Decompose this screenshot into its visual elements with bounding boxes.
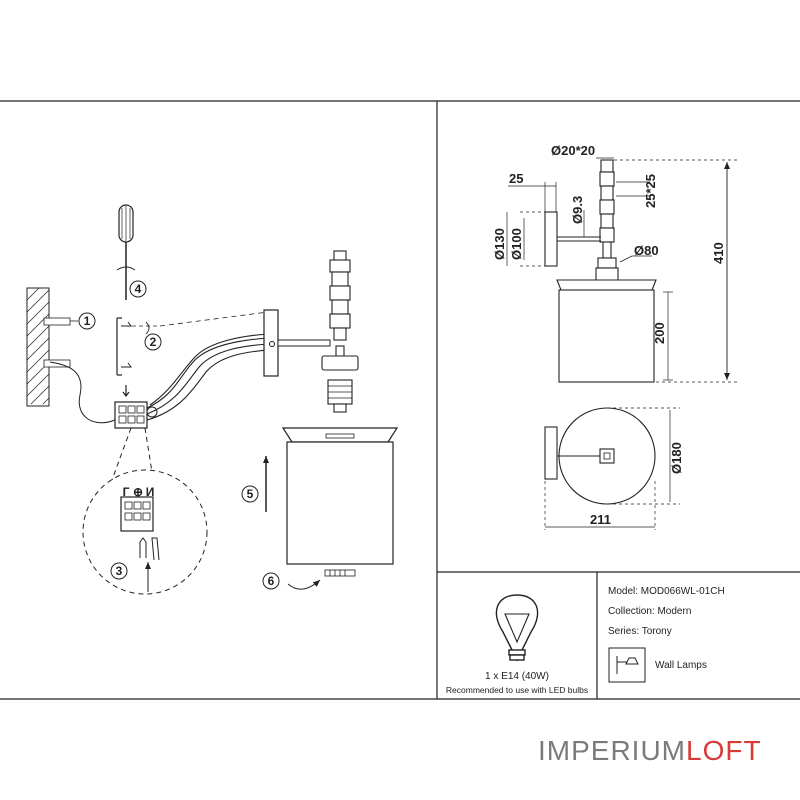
terminal-label-right: И [146, 485, 155, 499]
dimension-panel: Ø20*20 25 25*25 Ø9.3 Ø130 Ø100 Ø80 410 2… [492, 143, 740, 530]
supply-cable [49, 361, 116, 424]
terminal-block [114, 401, 158, 429]
dim-total-height: 410 [711, 242, 726, 264]
bulb-spec: 1 x E14 (40W) [485, 671, 549, 682]
bulb-icon [495, 594, 539, 662]
brand-logo-part1: IMPERIUM [538, 735, 686, 766]
step-4-label: 4 [135, 282, 142, 296]
step-6-marker: 6 [262, 572, 280, 590]
dim-projection: 211 [590, 512, 611, 527]
dim-plate-inner: Ø100 [509, 228, 524, 260]
side-view-lamp [544, 159, 657, 383]
dim-shade-height: 200 [652, 322, 667, 344]
drawing-frame [0, 100, 800, 700]
dimension-guides [506, 157, 740, 383]
step-6-label: 6 [268, 574, 275, 588]
brand-logo: IMPERIUMLOFT [538, 735, 762, 767]
top-view-guides [544, 407, 680, 530]
dim-stem-width: 25 [509, 171, 523, 186]
shade-ring [324, 569, 356, 577]
step-3-label: 3 [116, 564, 123, 578]
lamp-column [321, 250, 359, 413]
terminal-label-mid: ⊕ [133, 485, 143, 499]
top-view-lamp [544, 407, 656, 505]
step-1-label: 1 [84, 314, 91, 328]
step-1-marker: 1 [78, 312, 96, 330]
alignment-line [159, 311, 269, 327]
step-4-marker: 4 [129, 280, 147, 298]
down-arrow-icon [122, 385, 130, 397]
dim-stem-size: 25*25 [643, 174, 658, 208]
dim-shade-diameter: Ø180 [669, 442, 684, 474]
step-5-marker: 5 [241, 485, 259, 503]
dim-top-diameter: Ø20*20 [551, 143, 595, 158]
step-3-marker: 3 [110, 562, 128, 580]
screwdriver-icon [116, 204, 136, 300]
brand-logo-part2: LOFT [686, 735, 762, 766]
step-2-marker: 2 [144, 333, 162, 351]
mounting-bracket [116, 317, 160, 376]
model-label: Model: MOD066WL-01CH [608, 586, 725, 597]
collection-label: Collection: Modern [608, 606, 692, 617]
series-label: Series: Torony [608, 626, 672, 637]
wall-backplate [263, 309, 331, 377]
dim-small-diameter: Ø9.3 [570, 196, 585, 224]
step-2-label: 2 [150, 335, 157, 349]
rotate-arrow-icon [287, 579, 321, 590]
wire-ends [139, 537, 160, 592]
lamp-wires [146, 333, 269, 421]
dim-fitter-diameter: Ø80 [634, 243, 659, 258]
led-recommendation: Recommended to use with LED bulbs [446, 685, 588, 695]
dim-plate-outer: Ø130 [492, 228, 507, 260]
assembly-panel: 1 4 2 [26, 204, 399, 595]
type-label: Wall Lamps [655, 660, 707, 671]
wall-lamp-icon [608, 647, 646, 683]
step-5-label: 5 [247, 487, 254, 501]
terminal-detail [120, 496, 154, 532]
lamp-shade [281, 427, 399, 565]
terminal-label-left: Г [123, 485, 130, 499]
detail-callout [82, 427, 208, 595]
wall-hatch [26, 287, 50, 407]
